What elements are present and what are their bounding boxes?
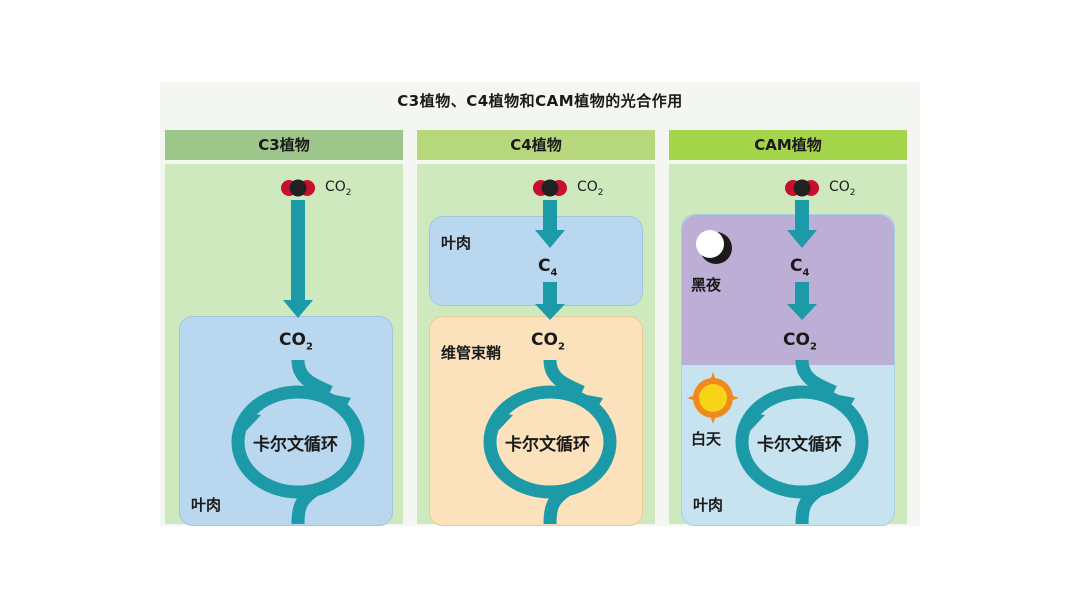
mesophyll-label: 叶肉	[441, 234, 472, 252]
panel-header-cam: CAM植物	[669, 130, 907, 160]
arrow-down-icon	[787, 282, 817, 320]
co2-molecule-icon	[785, 179, 819, 197]
panel-c3: C3植物	[165, 130, 403, 526]
panel-cam: CAM植物	[669, 130, 907, 526]
moon-icon	[696, 230, 732, 264]
co2-input-label: CO2	[829, 179, 856, 198]
calvin-cycle-icon	[231, 359, 365, 524]
day-label: 白天	[691, 430, 722, 448]
sun-icon	[687, 372, 739, 424]
arrow-down-icon	[283, 200, 313, 318]
panel-c4: C4植物 CO	[417, 130, 655, 526]
co2-molecule-icon	[533, 179, 567, 197]
figure-title: C3植物、C4植物和CAM植物的光合作用	[397, 92, 683, 110]
mesophyll-label: 叶肉	[191, 496, 222, 514]
calvin-cycle-label: 卡尔文循环	[757, 435, 842, 455]
calvin-cycle-icon	[735, 359, 869, 524]
co2-molecule-icon	[281, 179, 315, 197]
c4-compound-label: C4	[538, 256, 558, 279]
calvin-cycle-icon	[483, 359, 617, 524]
mesophyll-label: 叶肉	[693, 496, 724, 514]
arrow-down-icon	[535, 282, 565, 320]
cam-pathway-art	[687, 179, 869, 524]
arrow-down-icon	[787, 200, 817, 248]
c4-compound-label: C4	[790, 256, 810, 279]
night-label: 黑夜	[691, 276, 722, 294]
co2-inner-label: CO2	[279, 330, 313, 353]
arrow-down-icon	[535, 200, 565, 248]
co2-inner-label: CO2	[783, 330, 817, 353]
co2-input-label: CO2	[577, 179, 604, 198]
co2-input-label: CO2	[325, 179, 352, 198]
calvin-cycle-label: 卡尔文循环	[505, 435, 590, 455]
bundle-sheath-label: 维管束鞘	[441, 344, 502, 362]
c4-pathway-art	[483, 179, 617, 524]
co2-inner-label: CO2	[531, 330, 565, 353]
panel-header-c3: C3植物	[165, 130, 403, 160]
c3-pathway-art	[231, 179, 365, 524]
panel-header-c4: C4植物	[417, 130, 655, 160]
calvin-cycle-label: 卡尔文循环	[253, 435, 338, 455]
